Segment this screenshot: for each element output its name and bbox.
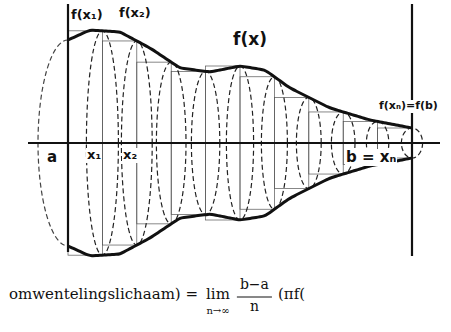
formula-subscript: n→∞	[205, 305, 230, 317]
line-b	[411, 4, 413, 256]
function-label: f(x)	[232, 30, 268, 50]
function-value: f(x₂)	[118, 6, 152, 21]
x-axis	[28, 142, 440, 144]
function-value: f(xₙ)=f(b)	[378, 100, 439, 113]
formula-text: omwentelingslichaam) =	[8, 286, 199, 303]
formula-text: (πf(	[277, 286, 306, 303]
axis-label: x₁	[86, 148, 102, 163]
curve-bottom	[68, 158, 412, 256]
formula-lim: lim	[205, 286, 231, 303]
formula-numerator: b−a	[239, 276, 270, 292]
axis-label: a	[46, 149, 58, 166]
formula-denominator: n	[249, 298, 260, 314]
curve-top	[68, 30, 412, 128]
axis-label: b = xₙ	[345, 149, 397, 166]
function-value: f(x₁)	[70, 8, 104, 23]
axis-label: x₂	[122, 148, 138, 163]
fraction-bar	[237, 297, 272, 298]
